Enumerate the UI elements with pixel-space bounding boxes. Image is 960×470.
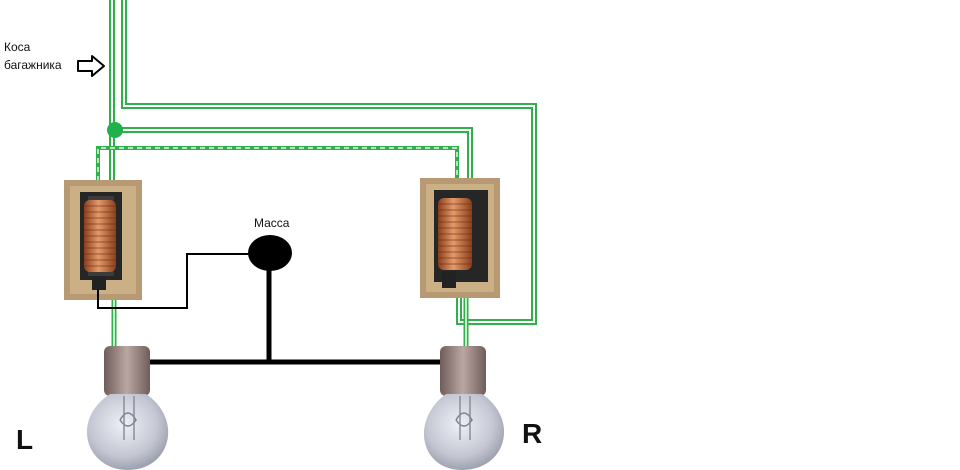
bridge-wire-to-right-relay (114, 127, 473, 185)
lamp-bulb-right (423, 346, 505, 470)
lamp-bulb-left (86, 346, 169, 470)
ground-wires (97, 253, 446, 365)
ground-label: Масса (254, 216, 290, 230)
junction-node (107, 122, 123, 138)
harness-label-line2: багажника (4, 58, 62, 72)
relay-right (420, 178, 500, 298)
dashed-control-wire (96, 146, 459, 190)
left-side-label: L (16, 424, 34, 455)
ground-blob-icon (248, 235, 292, 271)
right-side-label: R (522, 418, 543, 449)
outline-right-arrow-icon (77, 55, 105, 77)
harness-label-line1: Коса (4, 40, 31, 54)
harness-label: Коса багажника (4, 38, 62, 74)
harness-wire-right (121, 0, 537, 325)
relay-coil-icon (84, 200, 116, 272)
relay-left (64, 180, 142, 300)
relay-coil-icon (438, 198, 472, 270)
